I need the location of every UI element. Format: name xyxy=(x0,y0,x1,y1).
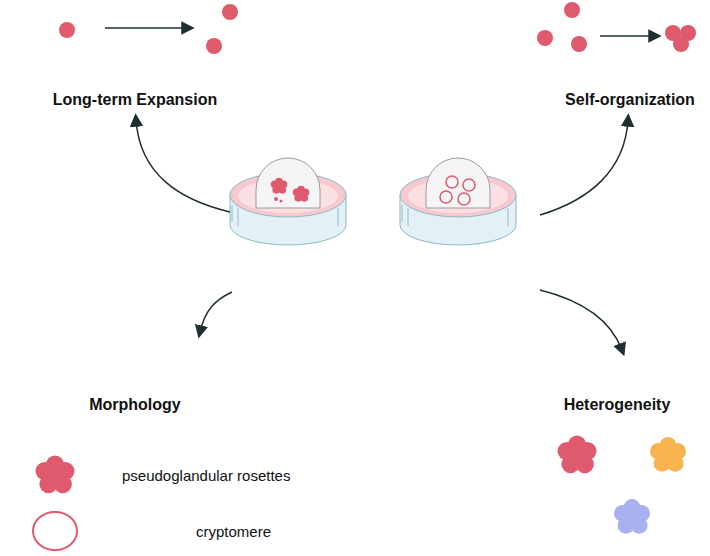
heading-text: Heterogeneity xyxy=(564,396,671,413)
expansion-icon xyxy=(59,4,238,54)
legend-entry: pseudoglandular rosettes xyxy=(122,467,290,485)
self-organization-icon xyxy=(537,2,696,52)
heading-label: Morphology xyxy=(89,396,181,414)
legend-entry: cryptomere xyxy=(196,523,271,541)
heading-text: Morphology xyxy=(89,396,181,413)
heading-text: Self-organization xyxy=(565,91,695,108)
heading-label: Long-term Expansion xyxy=(53,91,217,109)
heading-label: Heterogeneity xyxy=(564,396,671,414)
legend-text: pseudoglandular rosettes xyxy=(122,467,290,484)
curved-arrow xyxy=(136,120,628,350)
heterogeneity-icon xyxy=(558,436,687,534)
culture-dish xyxy=(400,158,516,245)
culture-dish xyxy=(230,158,346,245)
heading-label: Self-organization xyxy=(565,91,695,109)
heading-text: Long-term Expansion xyxy=(53,91,217,108)
legend-text: cryptomere xyxy=(196,523,271,540)
legend-sample xyxy=(33,456,77,551)
